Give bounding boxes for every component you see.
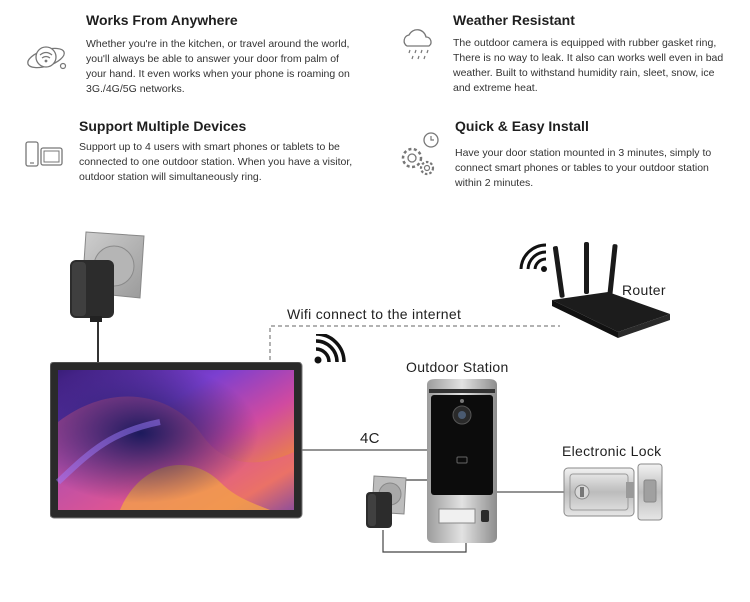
wall-power-adapter — [66, 230, 148, 324]
indoor-monitor — [50, 362, 304, 520]
feature-title: Quick & Easy Install — [455, 118, 589, 134]
outdoor-station-label: Outdoor Station — [406, 359, 509, 375]
globe-wifi-icon — [24, 36, 72, 76]
wifi-connection-label: Wifi connect to the internet — [287, 306, 462, 322]
feature-text: Have your door station mounted in 3 minu… — [455, 147, 712, 189]
feature-title: Support Multiple Devices — [79, 118, 247, 134]
cable-4c-label: 4C — [360, 430, 380, 447]
rain-cloud-icon — [398, 26, 438, 62]
gears-clock-icon — [398, 130, 442, 180]
electronic-lock — [562, 462, 666, 522]
feature-text: The outdoor camera is equipped with rubb… — [453, 37, 724, 94]
router — [548, 240, 672, 340]
phone-tablet-icon — [24, 140, 64, 170]
feature-title: Works From Anywhere — [86, 12, 238, 28]
station-power-adapter — [364, 474, 408, 532]
feature-title: Weather Resistant — [453, 12, 575, 28]
router-wifi-icon — [516, 243, 548, 273]
router-label: Router — [622, 282, 666, 298]
outdoor-station — [425, 379, 499, 543]
feature-text: Whether you're in the kitchen, or travel… — [86, 38, 350, 95]
wifi-signal-icon — [314, 334, 346, 364]
electronic-lock-label: Electronic Lock — [562, 443, 662, 459]
feature-text: Support up to 4 users with smart phones … — [79, 141, 353, 183]
